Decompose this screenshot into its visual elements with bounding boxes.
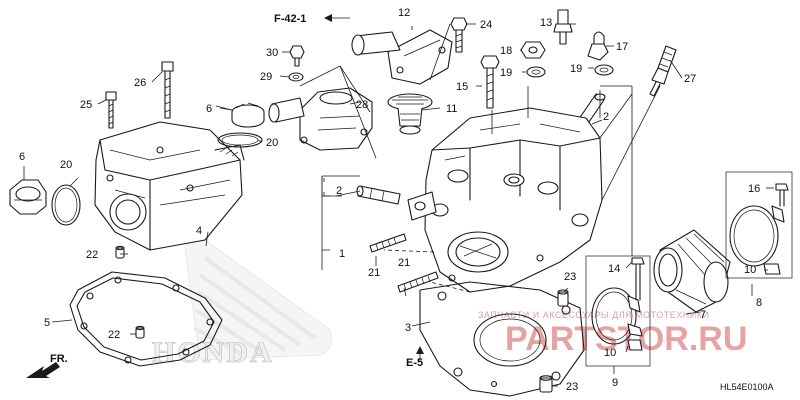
callout-7: 7 [700,309,706,321]
watermark-tagline: ЗАПЧАСТИ И АКСЕССУАРЫ ДЛЯ МОТОТЕХНИКИ [478,310,709,320]
callout-14: 14 [608,263,620,275]
callout-4: 4 [196,225,202,237]
callout-9: 9 [612,377,618,389]
callout-23-top: 23 [564,271,576,283]
callout-22-bottom: 22 [108,329,120,341]
callout-12: 12 [398,7,410,19]
part-bolt-15 [480,55,500,109]
part-nut-18 [520,41,546,59]
callout-15: 15 [456,81,468,93]
part-bolt-25 [105,91,117,129]
part-cap-left [9,179,47,215]
callout-27: 27 [684,73,696,85]
diagram-code: HL54E0100A [720,382,774,392]
part-water-outlet [351,29,453,85]
callout-10-right: 10 [744,264,756,276]
callout-28: 28 [356,99,368,111]
callout-22-top: 22 [86,249,98,261]
part-stud-21-a [369,233,407,253]
front-arrow-icon [26,362,60,378]
callout-13: 13 [540,17,552,29]
part-dowel-23-top [557,289,569,307]
callout-labels: 1 2 2 3 4 5 6 6 7 8 9 10 10 11 12 13 14 … [19,7,762,393]
part-dowel-22-top [115,245,125,259]
part-insulator-7 [653,229,731,313]
callout-6-right: 6 [206,103,212,115]
callout-20-left: 20 [60,159,72,171]
callout-19-left: 19 [500,67,512,79]
callout-3: 3 [405,322,411,334]
brand-text: HONDA [152,336,274,369]
callout-2-right: 2 [603,111,609,123]
part-group-8 [729,183,789,275]
callout-20-right: 20 [266,137,278,149]
callout-2-left: 2 [336,185,342,197]
part-washer-19-left [526,66,546,78]
callout-11: 11 [446,103,457,115]
callout-25: 25 [80,99,92,111]
part-spark-plug-27 [649,45,677,97]
callout-26: 26 [134,77,146,89]
leader-lines [23,23,774,387]
part-cap-nut-17 [587,31,609,61]
part-gasket [69,271,223,367]
part-cap-right [231,102,265,128]
part-dowel-23-bottom [539,375,553,393]
callout-17: 17 [616,41,628,53]
honda-wing-logo [184,238,332,361]
callout-30: 30 [266,47,278,59]
part-washer-19-right [594,64,614,76]
callout-19-right: 19 [570,63,582,75]
part-thermostat [387,93,433,135]
part-valve-guide-left [356,185,401,205]
part-bolt-26 [161,61,174,119]
part-bolt-30 [289,45,305,67]
callout-10-left: 10 [604,347,616,359]
part-sensor-13 [553,9,573,45]
ref-label-bottom: E-5 [406,357,423,369]
part-head-gasket [419,281,585,397]
ref-label-top: F-42-1 [274,13,306,25]
part-head-cover [94,121,245,251]
group-8-box [725,171,793,279]
callout-21-b: 21 [398,257,410,269]
part-group-9 [591,257,645,351]
callout-24: 24 [480,19,492,31]
part-cylinder-head [407,107,603,293]
part-oring-right [217,132,263,148]
part-stud-21-b [397,271,439,293]
part-oring-left [51,184,81,226]
callout-5: 5 [44,317,50,329]
part-bolt-24 [450,17,468,53]
callout-29: 29 [260,71,272,83]
part-washer-29 [288,72,304,82]
callout-1: 1 [339,248,345,260]
callout-8: 8 [756,297,762,309]
callout-16: 16 [748,183,760,195]
callout-21-a: 21 [368,267,380,279]
part-thermostat-housing [268,87,373,151]
callout-18: 18 [500,45,512,57]
group-9-box [585,255,651,367]
bracket-1 [321,176,330,197]
callout-23-bottom: 23 [566,381,578,393]
front-label: FR. [50,353,68,365]
part-dowel-22-bottom [135,325,145,339]
callout-6-left: 6 [19,151,25,163]
